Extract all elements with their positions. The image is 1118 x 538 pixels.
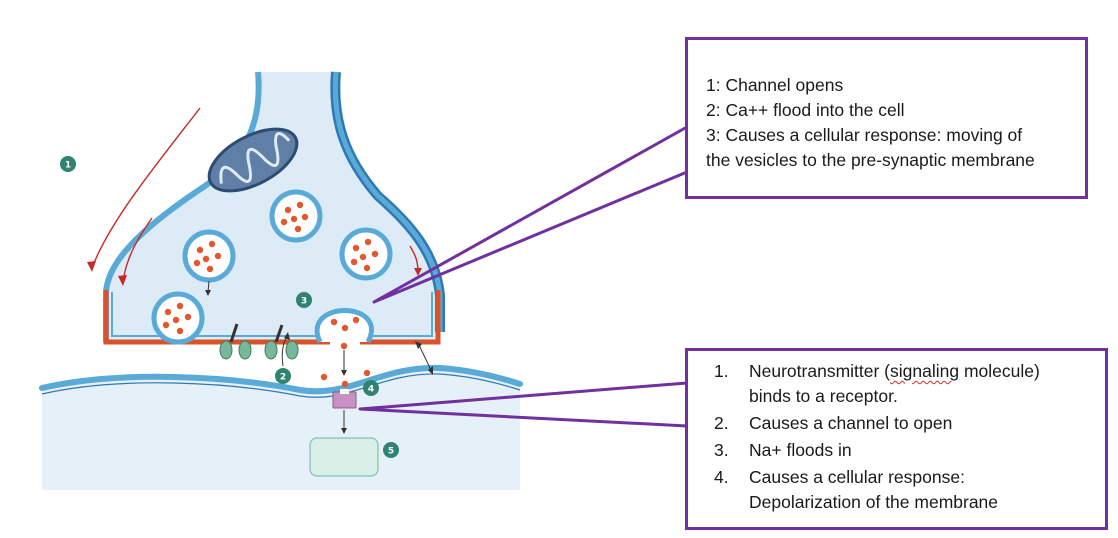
presynaptic-membrane <box>103 71 262 342</box>
fusing-vesicle <box>314 308 374 344</box>
docked-vesicle <box>151 291 205 345</box>
mitochondrion <box>207 127 299 193</box>
svg-text:1: 1 <box>65 161 71 171</box>
list-text: Causes a channel to open <box>749 413 953 433</box>
postsynaptic-callout: 1. Neurotransmitter (signaling molecule)… <box>685 348 1108 530</box>
receptor <box>332 391 357 409</box>
black-arrows <box>205 280 433 434</box>
step-badge-5: 5 <box>383 442 399 458</box>
presynaptic-callout: 1: Channel opens 2: Ca++ flood into the … <box>685 37 1088 199</box>
callout-pointer-top <box>372 125 688 304</box>
list-text: Na+ floods in <box>749 440 852 460</box>
neurotransmitter-molecules <box>320 342 371 388</box>
list-item: Depolarization of the membrane <box>708 490 1097 515</box>
callout-line: 1: Channel opens <box>706 75 844 95</box>
list-text: binds to a receptor. <box>749 386 898 406</box>
postsynaptic-steps-list: 1. Neurotransmitter (signaling molecule)… <box>708 359 1097 515</box>
step-badge-2: 2 <box>275 368 291 384</box>
vesicle <box>339 227 393 281</box>
svg-text:5: 5 <box>388 447 394 457</box>
list-item: 4. Causes a cellular response: <box>708 465 1097 490</box>
list-number: 1. <box>714 361 729 381</box>
list-number: 2. <box>714 413 729 433</box>
list-number: 4. <box>714 467 729 487</box>
list-text: Causes a cellular response: <box>749 467 965 487</box>
postsynaptic-membrane <box>39 364 523 395</box>
list-number: 3. <box>714 440 729 460</box>
postsynaptic-membrane-inner <box>41 373 521 398</box>
calcium-channel <box>219 323 252 360</box>
step-badge-1: 1 <box>60 156 76 172</box>
postsynaptic-cytoplasm <box>42 367 520 490</box>
presynaptic-membrane-right <box>332 71 443 332</box>
cellular-response-box <box>309 437 379 477</box>
list-text: Neurotransmitter ( <box>749 361 891 381</box>
calcium-channel <box>264 324 299 360</box>
red-flow-arrows <box>87 107 422 286</box>
arrow-head <box>284 332 290 340</box>
callout-pointer-bottom <box>358 381 688 428</box>
step-badge-3: 3 <box>296 292 312 308</box>
svg-text:3: 3 <box>301 297 307 307</box>
list-text: Depolarization of the membrane <box>749 492 999 512</box>
active-zone-membrane <box>103 290 441 345</box>
list-item: binds to a receptor. <box>708 384 1097 409</box>
callout-line: 2: Ca++ flood into the cell <box>706 100 905 120</box>
callout-line: 3: Causes a cellular response: moving of <box>706 125 1023 145</box>
vesicle <box>182 229 236 283</box>
step-badge-4: 4 <box>363 380 379 396</box>
receptor-notch <box>340 389 349 394</box>
svg-text:2: 2 <box>280 373 286 383</box>
list-item: 3. Na+ floods in <box>708 438 1097 463</box>
list-text: molecule) <box>959 361 1040 381</box>
callout-line: the vesicles to the pre-synaptic membran… <box>706 150 1035 170</box>
spellcheck-word: signaling <box>890 361 960 381</box>
svg-text:4: 4 <box>368 385 374 395</box>
list-item: 1. Neurotransmitter (signaling molecule) <box>708 359 1097 384</box>
list-item: 2. Causes a channel to open <box>708 411 1097 436</box>
vesicle <box>269 189 323 243</box>
active-zone-inner-line <box>111 292 433 337</box>
